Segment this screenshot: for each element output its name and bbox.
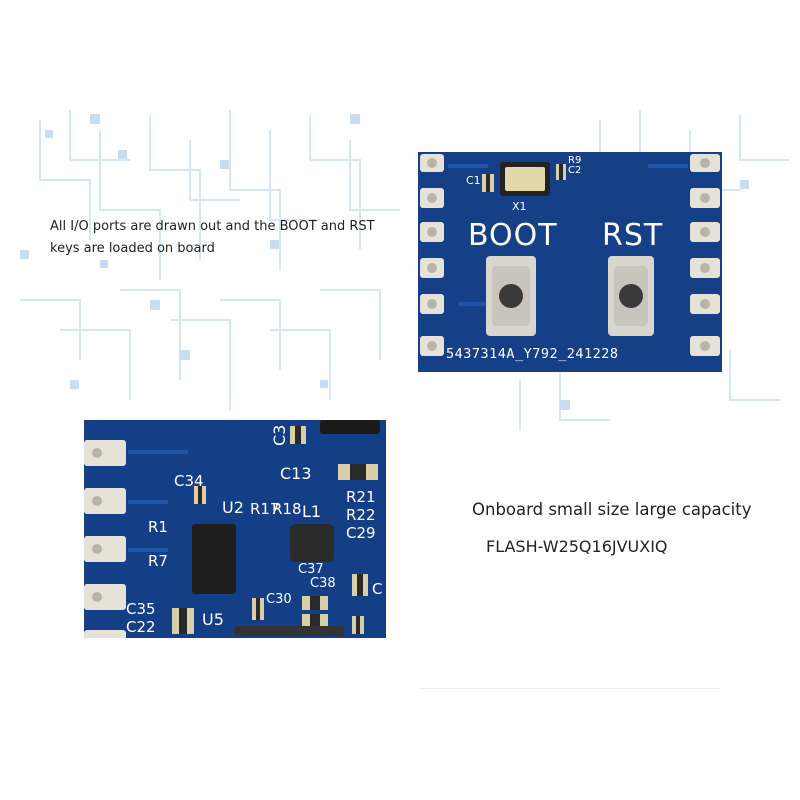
label-c1: C1: [466, 174, 481, 187]
pad: [84, 536, 126, 562]
pad: [420, 154, 444, 172]
io-caption: All I/O ports are drawn out and the BOOT…: [50, 216, 410, 260]
label-x1: X1: [512, 200, 527, 213]
label-c22: C22: [126, 618, 156, 636]
pad: [690, 336, 720, 356]
pad: [690, 294, 720, 314]
trace: [128, 548, 168, 552]
ic-u5: [234, 626, 344, 636]
label-c29: C29: [346, 524, 376, 542]
capacitor: [290, 426, 306, 444]
label-c13: C13: [280, 464, 312, 483]
resistor: [252, 598, 264, 620]
pad: [690, 188, 720, 208]
label-c35: C35: [126, 600, 156, 618]
label-c: C: [372, 580, 383, 598]
label-r18: R18: [272, 500, 302, 518]
crystal-x1: [500, 162, 550, 196]
capacitor: [482, 174, 494, 192]
capacitor: [302, 596, 328, 610]
pad: [690, 154, 720, 172]
pad: [420, 294, 444, 314]
rst-button: [608, 256, 654, 336]
io-caption-line2: keys are loaded on board: [50, 241, 215, 256]
label-c38: C38: [310, 576, 336, 591]
inductor-l1: [290, 524, 334, 562]
pad: [690, 222, 720, 242]
flash-chip-u2: [192, 524, 236, 594]
label-c30: C30: [266, 592, 292, 607]
capacitor: [302, 614, 328, 626]
ic-top: [320, 420, 380, 434]
pad: [84, 440, 126, 466]
capacitor: [338, 464, 378, 480]
pad: [690, 258, 720, 278]
io-caption-line1: All I/O ports are drawn out and the BOOT…: [50, 219, 375, 234]
trace: [448, 164, 488, 168]
board-serial: 5437314A_Y792_241228: [446, 346, 619, 362]
pad: [420, 222, 444, 242]
label-u2: U2: [222, 498, 244, 517]
boot-label: BOOT: [468, 218, 558, 253]
label-r7: R7: [148, 552, 168, 570]
resistor: [352, 574, 368, 596]
trace: [128, 500, 168, 504]
pad: [84, 584, 126, 610]
label-r21: R21: [346, 488, 376, 506]
label-c34: C34: [174, 472, 204, 490]
flash-caption-line2: FLASH-W25Q16JVUXIQ: [486, 537, 668, 556]
trace: [128, 450, 188, 454]
pcb-flash-photo: C3 C13 C34 U2 R17 R18 L1 R21 R22 C29 R1 …: [84, 420, 386, 638]
boot-button-cap: [499, 284, 523, 308]
boot-button: [486, 256, 536, 336]
label-r9c2: R9C2: [568, 155, 582, 176]
resistor: [352, 616, 364, 634]
pad: [420, 336, 444, 356]
label-c37: C37: [298, 562, 324, 577]
label-r22: R22: [346, 506, 376, 524]
label-l1: L1: [302, 502, 322, 521]
pad: [420, 188, 444, 208]
trace: [458, 302, 508, 306]
trace: [648, 164, 688, 168]
label-r1: R1: [148, 518, 168, 536]
resistor: [556, 164, 566, 180]
rst-label: RST: [602, 218, 664, 253]
pad: [84, 630, 126, 638]
capacitor: [172, 608, 194, 634]
flash-caption-line1: Onboard small size large capacity: [472, 500, 752, 519]
label-c3: C3: [270, 424, 289, 446]
pad: [84, 488, 126, 514]
divider: [420, 688, 720, 689]
pcb-boot-rst-photo: X1 C1 R9C2 BOOT RST 5437314A_Y792_241228: [418, 152, 722, 372]
label-r17: R17: [250, 500, 280, 518]
rst-button-cap: [619, 284, 643, 308]
pad: [420, 258, 444, 278]
label-u5: U5: [202, 610, 224, 629]
capacitor: [194, 486, 206, 504]
